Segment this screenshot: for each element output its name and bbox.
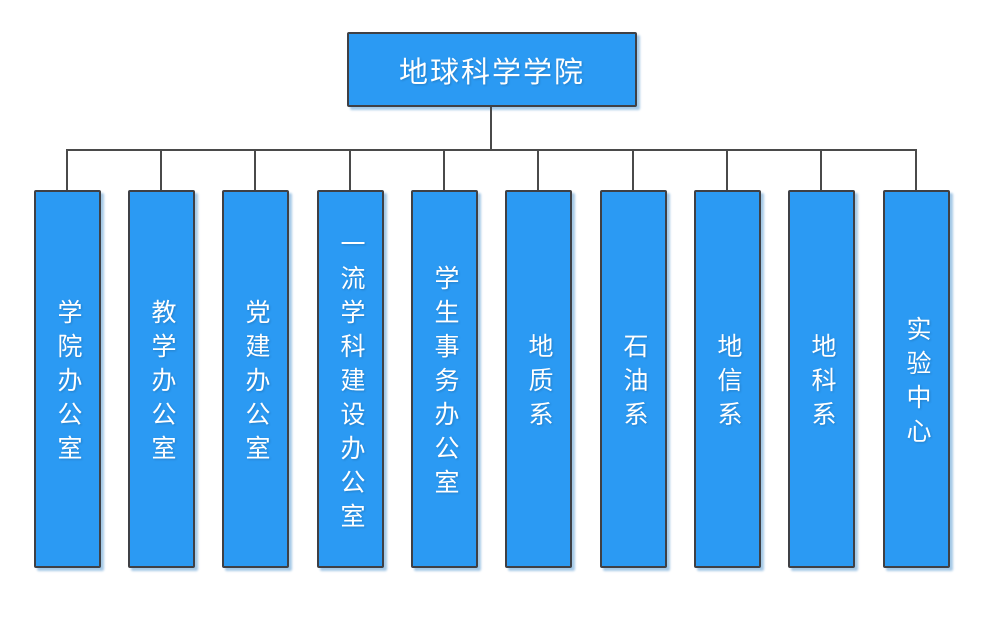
org-node-dept-10[interactable]: 实验中心 [883,190,950,568]
connector-drop [915,149,917,191]
org-node-dept-4-label: 一流学科建设办公室 [337,230,365,537]
connector-root-drop [490,107,492,150]
connector-drop [820,149,822,191]
org-node-dept-9[interactable]: 地科系 [788,190,855,568]
org-node-dept-3-label: 党建办公室 [242,298,270,469]
org-node-dept-4[interactable]: 一流学科建设办公室 [317,190,384,568]
org-node-dept-8-label: 地信系 [714,332,742,435]
org-node-dept-7-label: 石油系 [620,332,648,435]
org-node-root-label: 地球科学学院 [398,56,585,89]
connector-drop [537,149,539,191]
connector-drop [160,149,162,191]
connector-drop [726,149,728,191]
org-node-dept-2[interactable]: 教学办公室 [128,190,195,568]
connector-drop [349,149,351,191]
connector-drop [443,149,445,191]
connector-drop [632,149,634,191]
org-node-dept-6[interactable]: 地质系 [505,190,572,568]
org-node-dept-6-label: 地质系 [525,332,553,435]
org-node-dept-2-label: 教学办公室 [148,298,176,469]
org-node-dept-8[interactable]: 地信系 [694,190,761,568]
connector-bus [67,149,917,151]
org-node-dept-7[interactable]: 石油系 [600,190,667,568]
org-node-dept-1-label: 学院办公室 [54,298,82,469]
org-node-dept-3[interactable]: 党建办公室 [222,190,289,568]
org-node-dept-10-label: 实验中心 [903,315,931,452]
org-node-dept-1[interactable]: 学院办公室 [34,190,101,568]
connector-drop [254,149,256,191]
org-node-dept-5-label: 学生事务办公室 [431,264,459,503]
org-node-root[interactable]: 地球科学学院 [347,32,637,107]
org-node-dept-5[interactable]: 学生事务办公室 [411,190,478,568]
org-node-dept-9-label: 地科系 [808,332,836,435]
connector-drop [66,149,68,191]
